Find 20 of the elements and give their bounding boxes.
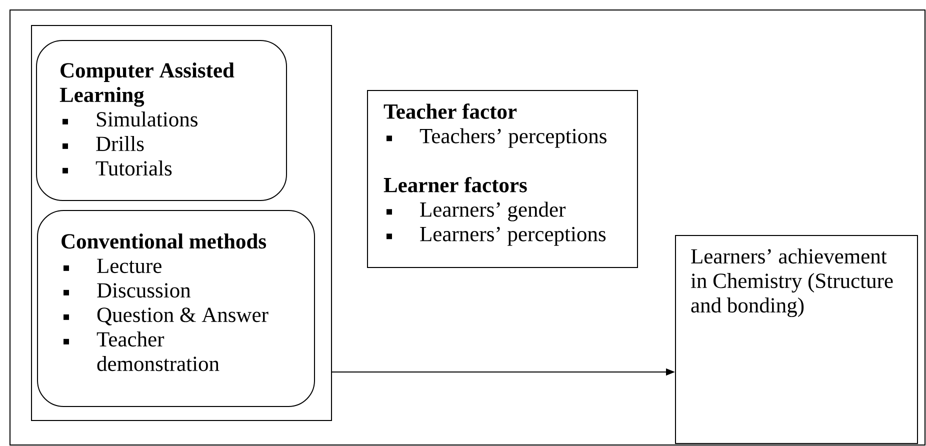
rounded-box: [36, 40, 287, 201]
heading: Computer Assisted Learning: [60, 62, 234, 107]
bullet-item: Teachers’ perceptions: [386, 128, 606, 148]
heading: Conventional methods: [62, 234, 266, 249]
bullet-item: Drills: [62, 136, 144, 152]
bullet-item: Question & Answer: [64, 308, 268, 326]
outcome-box: [675, 235, 918, 444]
rounded-box: [37, 210, 315, 407]
bullet-item: Teacher demonstration: [64, 332, 220, 372]
bullet-item: Tutorials: [62, 160, 172, 176]
factor-box: [367, 90, 638, 268]
bullet-item: Simulations: [62, 112, 198, 127]
bullet-item: Learners’ gender: [386, 202, 566, 222]
bullet-item: Lecture: [64, 258, 162, 274]
heading: Learner factors: [384, 177, 527, 192]
heading: Teacher factor: [384, 104, 517, 119]
bullet-item: Discussion: [64, 283, 191, 298]
outcome-text: Learners’ achievement in Chemistry (Structure and bonding): [690, 248, 893, 318]
bullet-item: Learners’ perceptions: [386, 226, 606, 246]
group-box: [31, 25, 332, 421]
